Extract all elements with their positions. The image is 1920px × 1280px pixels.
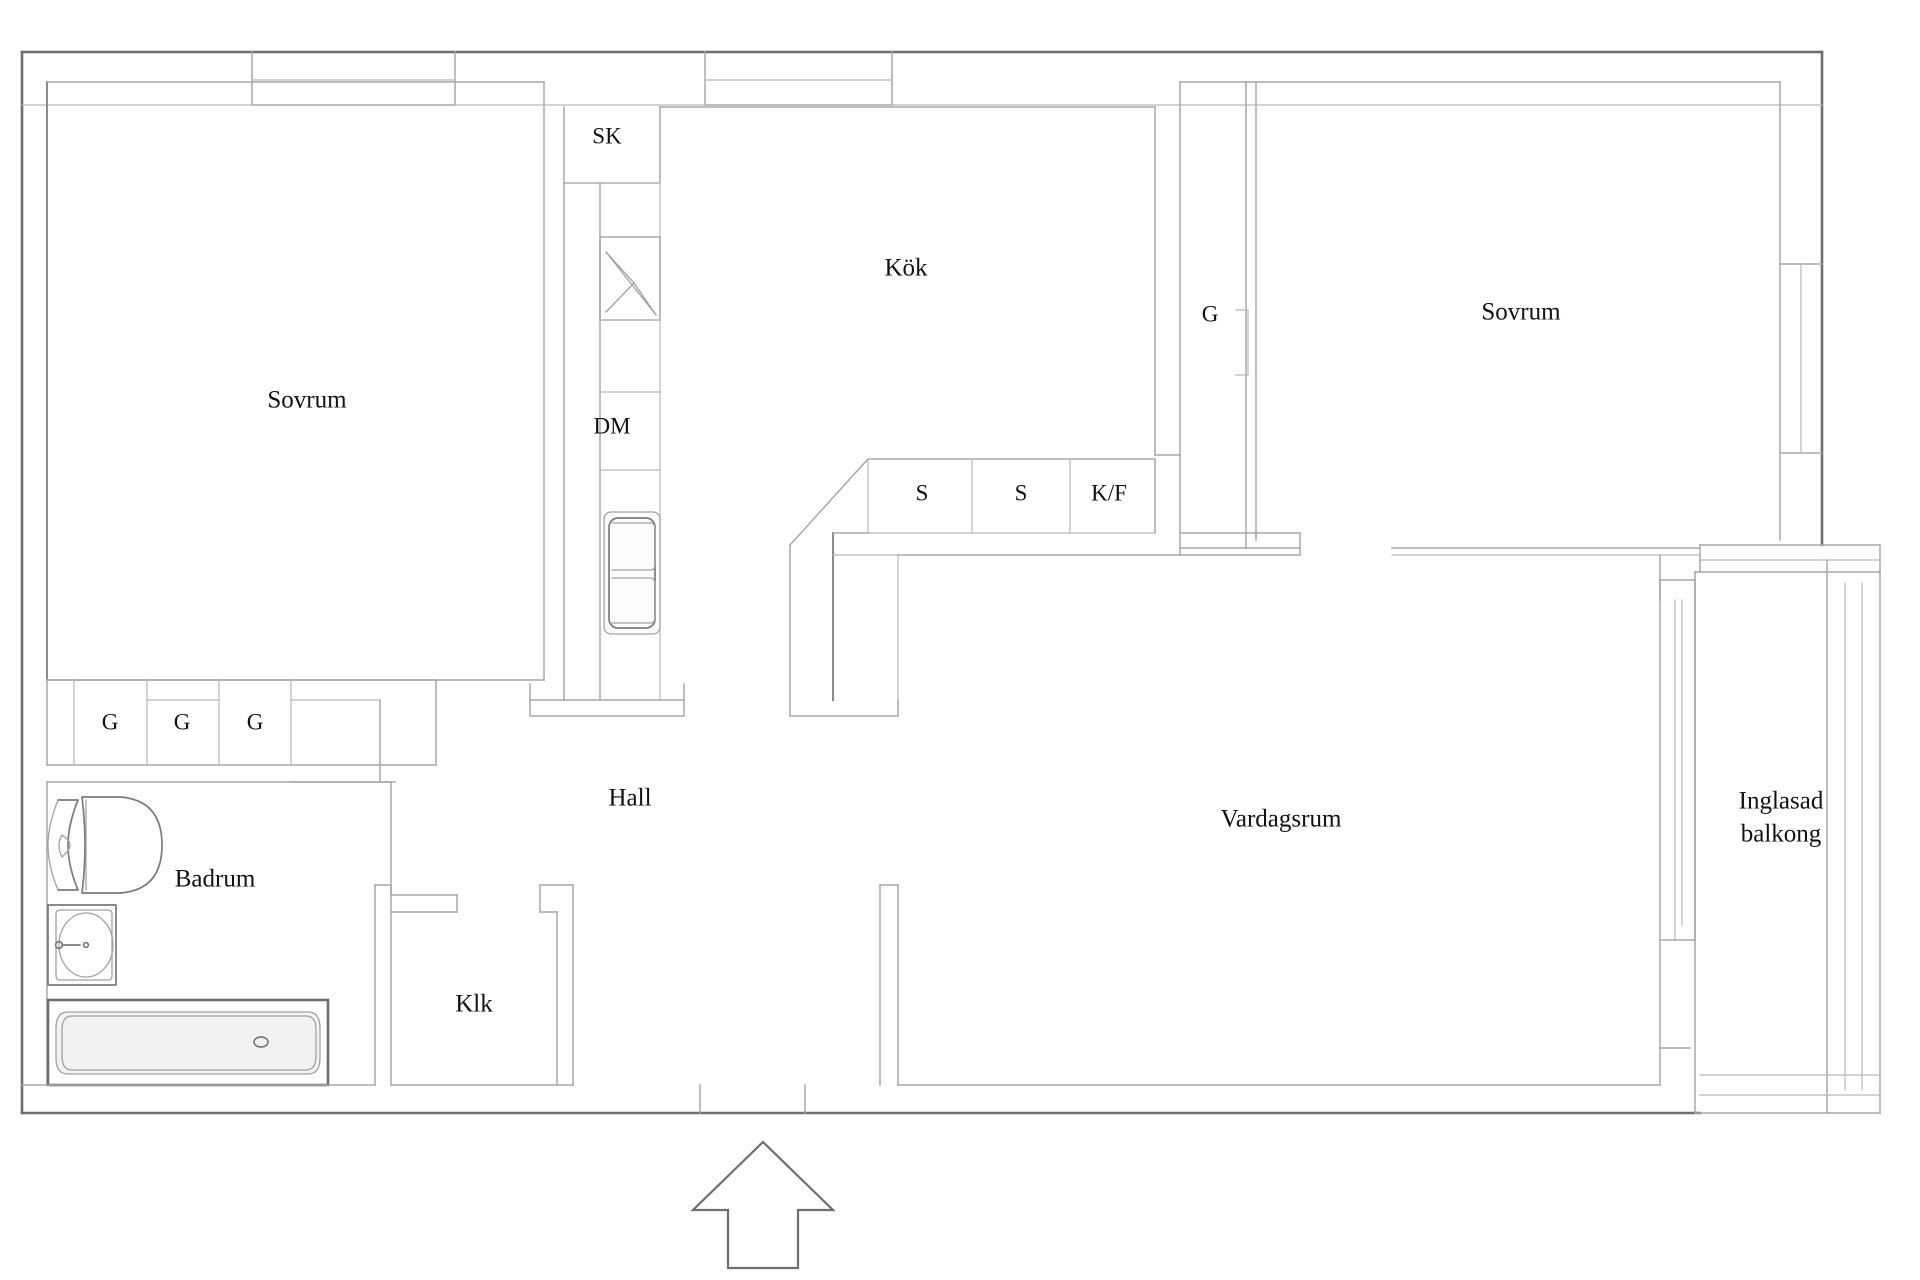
label-badrum: Badrum — [175, 866, 256, 893]
label-hall-g-3: G — [247, 709, 264, 734]
kitchen-peninsula — [789, 532, 1301, 717]
kitchen-utility-column — [529, 106, 685, 717]
entry-door-opening — [699, 1084, 806, 1114]
label-bedroom-g: G — [1202, 301, 1219, 326]
room-kok — [659, 106, 1181, 456]
label-klk: Klk — [455, 991, 493, 1018]
top-wall-windows — [21, 51, 1823, 106]
label-balkong-line1: Inglasad — [1739, 788, 1824, 815]
room-sovrum-left — [46, 81, 545, 681]
label-sovrum-right: Sovrum — [1481, 299, 1561, 326]
room-badrum — [46, 781, 392, 1087]
label-hall-g-2: G — [174, 709, 191, 734]
toilet-fixture — [47, 796, 163, 894]
label-sk: SK — [592, 123, 622, 148]
room-labels: Sovrum Kök Sovrum Hall Badrum Klk Vardag… — [175, 255, 1824, 1018]
label-balkong-line2: balkong — [1741, 821, 1822, 848]
room-klk — [21, 884, 574, 1086]
label-hall-g-1: G — [102, 709, 119, 734]
label-sovrum-left: Sovrum — [267, 387, 347, 414]
kitchen-sink-fixture — [603, 511, 661, 635]
label-kok: Kök — [884, 255, 928, 282]
bathtub-fixture — [46, 998, 330, 1087]
outer-walls — [20, 50, 1824, 1115]
room-vardagsrum — [879, 554, 1691, 1086]
unit-labels: SK DM S S K/F G G G G — [102, 123, 1219, 734]
label-kitchen-s-2: S — [1015, 480, 1028, 505]
room-sovrum-right — [1179, 81, 1823, 556]
kitchen-counter-run — [788, 458, 1156, 701]
label-kitchen-kf: K/F — [1091, 480, 1127, 505]
label-hall: Hall — [608, 785, 651, 812]
washbasin-fixture — [47, 904, 117, 986]
label-dm: DM — [593, 413, 630, 438]
label-vardagsrum: Vardagsrum — [1221, 806, 1342, 833]
room-inglasad-balkong — [1659, 544, 1881, 1114]
entrance-arrow — [690, 1140, 836, 1270]
label-kitchen-s-1: S — [916, 480, 929, 505]
